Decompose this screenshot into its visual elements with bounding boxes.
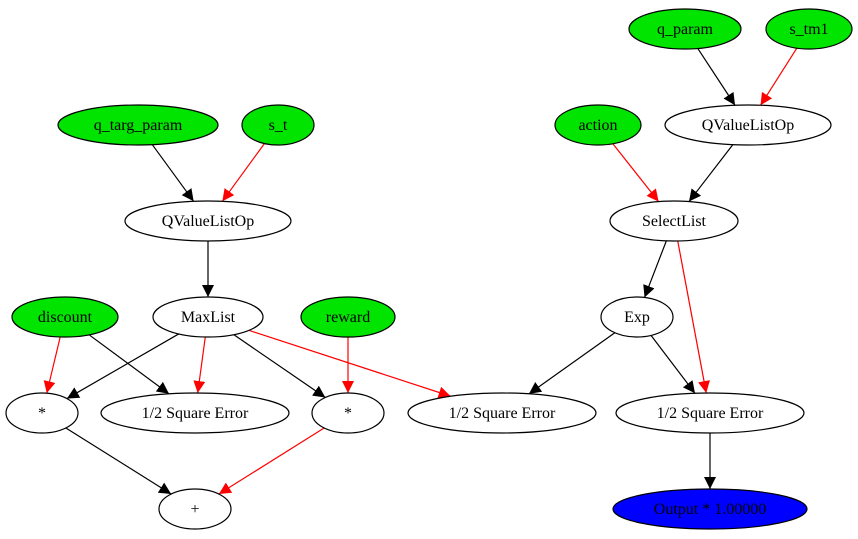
edge-discount-to-sqerr_1 (88, 334, 170, 395)
edge-action-to-selectlist (612, 143, 660, 202)
node-shape (600, 296, 674, 338)
node-label: s_t (269, 117, 288, 134)
node-q-param: q_param (628, 8, 742, 50)
node-label: 1/2 Square Error (657, 405, 764, 422)
node-mul-left: * (5, 392, 79, 434)
edge-exp-to-sqerr_2 (528, 332, 616, 395)
node-sqerr-2: 1/2 Square Error (407, 392, 597, 434)
node-shape (407, 392, 597, 434)
node-shape (628, 8, 742, 50)
node-label: 1/2 Square Error (449, 405, 556, 422)
node-shape (57, 104, 219, 146)
node-shape (311, 392, 385, 434)
node-shape (300, 296, 396, 338)
node-shape (100, 392, 290, 434)
node-label: QValueListOp (162, 213, 254, 230)
edges (43, 47, 798, 495)
node-maxlist: MaxList (152, 296, 264, 338)
node-exp: Exp (600, 296, 674, 338)
edge-exp-to-sqerr_3 (650, 335, 696, 394)
edge-mul_right-to-plus (218, 427, 325, 495)
node-shape (765, 8, 853, 50)
edge-selectlist-to-sqerr_3 (677, 240, 710, 394)
edge-q_targ_param-to-qvalue_left (151, 144, 195, 202)
node-sqerr-1: 1/2 Square Error (100, 392, 290, 434)
edge-s_tm1-to-qvalue_right (760, 47, 798, 106)
node-shape (612, 488, 808, 530)
node-label: * (344, 405, 352, 422)
node-sqerr-3: 1/2 Square Error (615, 392, 805, 434)
edge-s_t-to-qvalue_left (221, 143, 265, 202)
node-label: * (38, 405, 46, 422)
node-shape (5, 392, 79, 434)
node-label: QValueListOp (702, 117, 794, 134)
node-shape (124, 200, 292, 242)
node-shape (11, 296, 119, 338)
edge-qvalue_right-to-selectlist (688, 144, 734, 202)
node-shape (609, 200, 739, 242)
node-action: action (554, 104, 642, 146)
node-label: q_targ_param (94, 117, 183, 134)
node-label: discount (38, 309, 93, 326)
node-shape (241, 104, 315, 146)
node-label: action (578, 117, 617, 134)
node-q-targ-param: q_targ_param (57, 104, 219, 146)
node-label: s_tm1 (789, 21, 828, 38)
edge-q_param-to-qvalue_right (697, 48, 736, 106)
node-shape (554, 104, 642, 146)
node-label: MaxList (181, 309, 236, 326)
node-selectlist: SelectList (609, 200, 739, 242)
edge-maxlist-to-mul_right (233, 334, 326, 398)
node-shape (664, 104, 832, 146)
node-label: + (190, 501, 199, 518)
node-qvalue-left: QValueListOp (124, 200, 292, 242)
edge-discount-to-mul_left (43, 336, 61, 394)
node-label: Output * 1.00000 (654, 501, 766, 518)
node-plus: + (158, 488, 232, 530)
node-shape (152, 296, 264, 338)
node-label: 1/2 Square Error (142, 405, 249, 422)
edge-mul_left-to-plus (65, 427, 172, 495)
edge-selectlist-to-exp (643, 240, 667, 298)
node-s-t: s_t (241, 104, 315, 146)
edge-maxlist-to-sqerr_2 (248, 329, 451, 399)
node-qvalue-right: QValueListOp (664, 104, 832, 146)
edge-maxlist-to-mul_left (66, 333, 180, 400)
node-output: Output * 1.00000 (612, 488, 808, 530)
node-label: Exp (624, 309, 650, 326)
node-label: reward (326, 309, 370, 326)
node-discount: discount (11, 296, 119, 338)
node-reward: reward (300, 296, 396, 338)
node-label: SelectList (642, 213, 707, 230)
node-shape (615, 392, 805, 434)
node-s-tm1: s_tm1 (765, 8, 853, 50)
edge-maxlist-to-sqerr_1 (193, 336, 206, 394)
node-shape (158, 488, 232, 530)
node-label: q_param (657, 21, 714, 38)
node-mul-right: * (311, 392, 385, 434)
